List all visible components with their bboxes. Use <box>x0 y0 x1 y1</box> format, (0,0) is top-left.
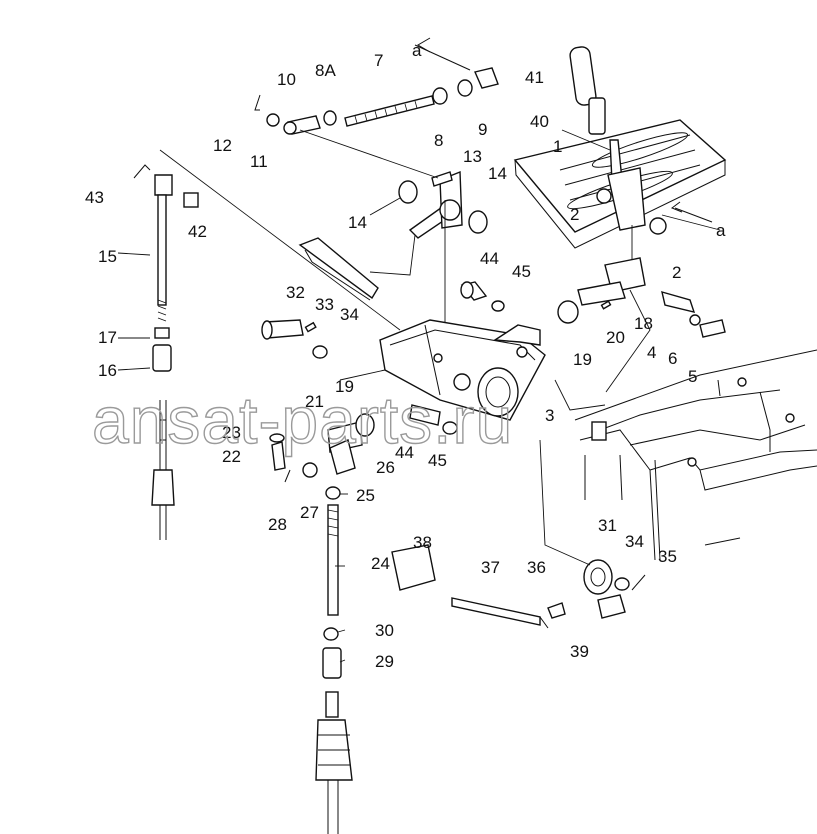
callout-36: 36 <box>527 558 546 577</box>
callout-40: 40 <box>530 112 549 131</box>
callout-20: 20 <box>606 328 625 347</box>
callout-34: 34 <box>625 532 644 551</box>
callout-43: 43 <box>85 188 104 207</box>
handle-grip <box>391 544 436 591</box>
callout-35: 35 <box>658 547 677 566</box>
callout-25: 25 <box>356 486 375 505</box>
lever-bracket <box>607 167 646 231</box>
callout-2: 2 <box>570 205 579 224</box>
callout-7: 7 <box>374 51 383 70</box>
lever-knob <box>569 46 597 106</box>
callout-34: 34 <box>340 305 359 324</box>
callout-leaders <box>117 129 611 663</box>
center-bolts <box>409 281 505 435</box>
watermark: ansat-parts.ru <box>92 383 513 457</box>
callout-1: 1 <box>553 137 562 156</box>
bell-crank <box>398 170 488 325</box>
callout-33: 33 <box>315 295 334 314</box>
leader-lines <box>159 129 721 411</box>
callout-22: 22 <box>222 447 241 466</box>
section-markers: a a <box>412 41 726 240</box>
callout-9: 9 <box>478 120 487 139</box>
callout-labels: 1 2 2 3 4 5 6 7 8 8A 9 10 11 12 13 14 14… <box>85 51 697 671</box>
callout-44: 44 <box>395 443 414 462</box>
callout-2: 2 <box>672 263 681 282</box>
lever-sleeve <box>588 97 606 135</box>
callout-42: 42 <box>188 222 207 241</box>
callout-23: 23 <box>222 423 241 442</box>
section-marker-a-right: a <box>716 221 726 240</box>
callout-17: 17 <box>98 328 117 347</box>
callout-5: 5 <box>688 367 697 386</box>
link-plate <box>298 237 379 301</box>
callout-44: 44 <box>480 249 499 268</box>
callout-41: 41 <box>525 68 544 87</box>
clevis-assembly <box>557 257 726 393</box>
callout-28: 28 <box>268 515 287 534</box>
callout-14: 14 <box>488 164 507 183</box>
shift-lever <box>569 46 667 265</box>
left-rod <box>133 164 199 540</box>
callout-45: 45 <box>428 451 447 470</box>
callout-6: 6 <box>668 349 677 368</box>
threaded-rod <box>344 95 435 127</box>
callout-27: 27 <box>300 503 319 522</box>
pin-set <box>261 319 328 359</box>
callout-38: 38 <box>413 533 432 552</box>
chassis-frame <box>574 349 817 561</box>
callout-31: 31 <box>598 516 617 535</box>
callout-32: 32 <box>286 283 305 302</box>
section-marker-a-top: a <box>412 41 422 60</box>
callout-14: 14 <box>348 213 367 232</box>
callout-3: 3 <box>545 406 554 425</box>
callout-16: 16 <box>98 361 117 380</box>
callout-11: 11 <box>250 152 268 171</box>
upper-rod-assembly <box>254 37 499 135</box>
callout-12: 12 <box>213 136 232 155</box>
callout-8a: 8A <box>315 61 336 80</box>
callout-30: 30 <box>375 621 394 640</box>
callout-26: 26 <box>376 458 395 477</box>
callout-19: 19 <box>335 377 354 396</box>
callout-10: 10 <box>277 70 296 89</box>
mounting-bracket <box>379 319 546 421</box>
callout-8: 8 <box>434 131 443 150</box>
center-rod <box>315 486 353 834</box>
callout-29: 29 <box>375 652 394 671</box>
callout-13: 13 <box>463 147 482 166</box>
callout-39: 39 <box>570 642 589 661</box>
callout-19: 19 <box>573 350 592 369</box>
callout-18: 18 <box>634 314 653 333</box>
callout-37: 37 <box>481 558 500 577</box>
callout-21: 21 <box>305 392 324 411</box>
callout-45: 45 <box>512 262 531 281</box>
callout-24: 24 <box>371 554 390 573</box>
callout-4: 4 <box>647 343 656 362</box>
callout-15: 15 <box>98 247 117 266</box>
lower-crank <box>269 413 375 483</box>
lower-lever <box>391 439 646 629</box>
